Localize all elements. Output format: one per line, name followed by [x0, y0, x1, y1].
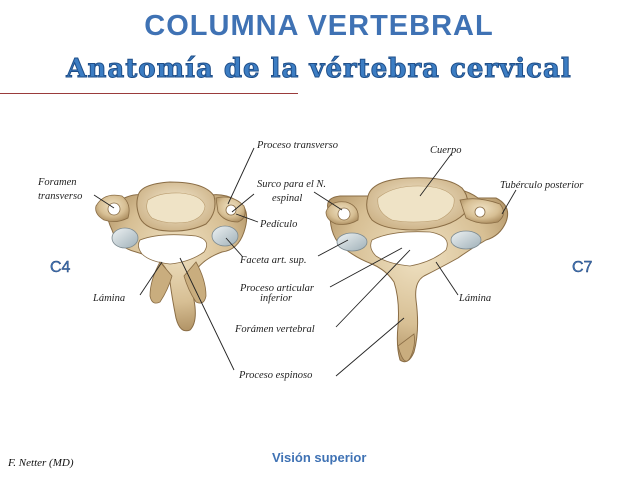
leader-cuerpo — [419, 152, 453, 197]
view-caption: Visión superior — [272, 450, 367, 465]
c7-foramen-vertebral — [370, 231, 448, 267]
label-surco-1: Surco para el N. — [257, 179, 327, 190]
vertebra-label-c7: C7 — [572, 259, 593, 276]
label-foramen-transverso-2: transverso — [38, 191, 83, 202]
leader-tuberculo — [501, 189, 517, 215]
label-foramen-vertebral: Forámen vertebral — [235, 324, 315, 335]
c4-right-foramen-transverso — [225, 204, 237, 216]
label-proceso-articular-1: Proceso articular — [240, 283, 314, 294]
c7-body-surface — [377, 185, 455, 223]
c4-vertebra — [95, 181, 248, 332]
label-pediculo: Pedículo — [260, 219, 298, 230]
vertebra-label-c4: C4 — [50, 259, 71, 276]
leader-lamina-right — [435, 261, 459, 296]
label-faceta: Faceta art. sup. — [240, 255, 307, 266]
leader-foramen-vertebral — [335, 249, 411, 328]
leader-proceso-espinoso-c7 — [335, 317, 405, 377]
page-title: COLUMNA VERTEBRAL — [144, 10, 494, 42]
c7-spinous-tip — [397, 333, 415, 362]
image-credit: F. Netter (MD) — [8, 457, 74, 469]
leader-proceso-espinoso — [179, 257, 235, 371]
label-proceso-articular-2: inferior — [260, 293, 293, 304]
leader-surco-nervio-c7 — [313, 191, 343, 211]
label-lamina-right: Lámina — [459, 293, 492, 304]
c4-foramen-vertebral — [138, 234, 208, 265]
c7-right-facet — [450, 230, 482, 250]
c7-right-foramen-transverso — [474, 206, 486, 218]
leader-proceso-articular — [329, 247, 403, 288]
c4-right-facet — [211, 225, 239, 247]
leader-pediculo — [235, 213, 259, 223]
label-cuerpo: Cuerpo — [430, 145, 462, 156]
title-divider — [0, 93, 298, 94]
leader-faceta-c7 — [317, 239, 349, 257]
c7-vertebra — [325, 177, 509, 363]
leader-foramen-transverso — [93, 194, 115, 209]
leader-lamina-left — [139, 261, 163, 296]
label-tuberculo-posterior: Tubérculo posterior — [500, 180, 584, 191]
label-proceso-transverso: Proceso transverso — [257, 140, 338, 151]
label-proceso-espinoso: Proceso espinoso — [239, 370, 313, 381]
label-lamina-left: Lámina — [93, 293, 126, 304]
label-foramen-transverso-1: Foramen — [38, 177, 77, 188]
c4-body-surface — [146, 192, 206, 224]
leader-surco-nervio — [231, 193, 255, 213]
leader-faceta — [225, 237, 243, 257]
c4-left-facet — [111, 227, 139, 249]
page-subtitle: Anatomía de la vértebra cervical — [66, 54, 572, 85]
leader-proceso-transverso — [227, 147, 255, 205]
label-surco-2: espinal — [272, 193, 303, 204]
c7-left-facet — [336, 232, 368, 252]
leader-lines — [93, 147, 517, 377]
c7-left-foramen-transverso — [337, 207, 351, 221]
